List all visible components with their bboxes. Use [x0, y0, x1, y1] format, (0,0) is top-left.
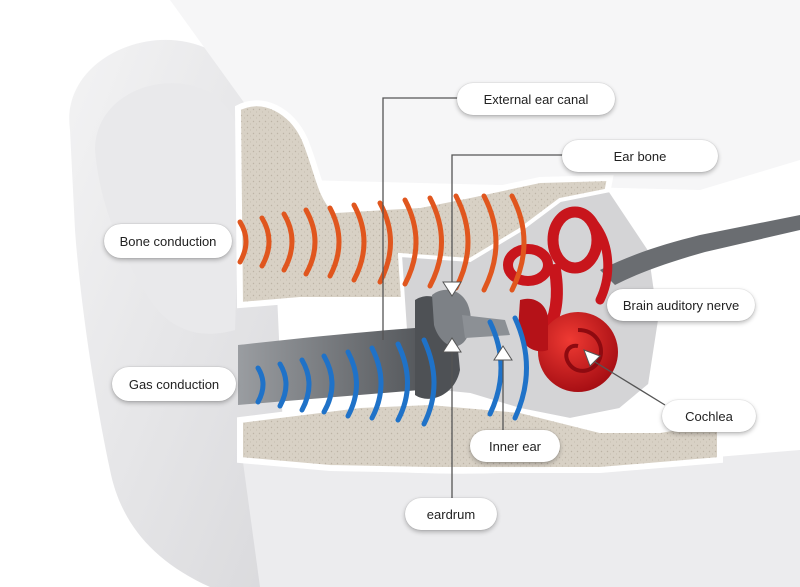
leader-external-ear-canal [382, 97, 460, 340]
label-gas-conduction: Gas conduction [112, 367, 236, 401]
arrowheads [442, 281, 601, 367]
arrow-inner-ear [493, 345, 513, 361]
label-cochlea: Cochlea [662, 400, 756, 432]
cochlea-organ [518, 298, 618, 392]
label-external-ear-canal: External ear canal [457, 83, 615, 115]
label-eardrum: eardrum [405, 498, 497, 530]
leader-lines [382, 97, 666, 500]
bone-conduction-waves [237, 193, 527, 293]
ossicles [432, 289, 510, 347]
leader-cochlea [594, 361, 666, 406]
label-brain-auditory-nerve: Brain auditory nerve [607, 289, 755, 321]
arrow-eardrum [442, 337, 462, 353]
label-inner-ear: Inner ear [470, 430, 560, 462]
arrow-cochlea [583, 349, 601, 367]
gas-conduction-waves [255, 315, 529, 427]
label-ear-bone: Ear bone [562, 140, 718, 172]
auditory-nerve [600, 215, 800, 285]
label-bone-conduction: Bone conduction [104, 224, 232, 258]
arrow-ear-bone [442, 281, 462, 297]
leader-ear-bone [451, 154, 565, 285]
